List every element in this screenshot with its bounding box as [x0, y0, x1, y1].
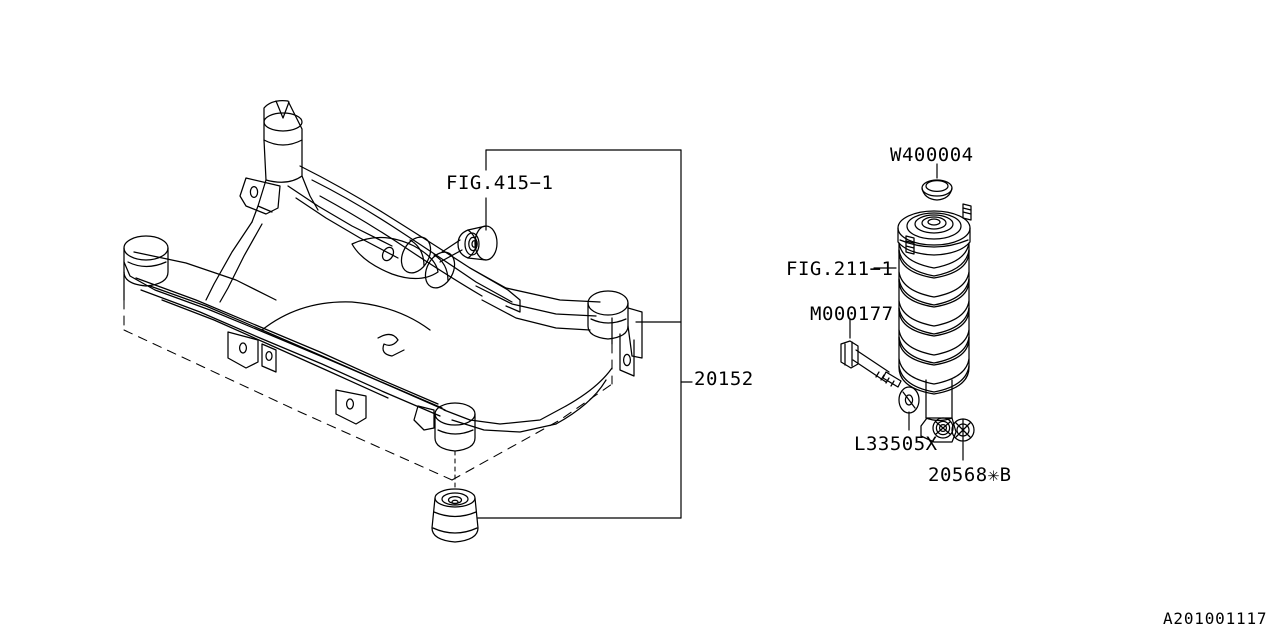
- strut-mounting-bolt: [840, 340, 902, 388]
- damper-lower-mount: [920, 417, 957, 443]
- rear-suspension-crossmember: [123, 100, 643, 452]
- drawing-number: A201001117: [1163, 609, 1268, 628]
- strut-mounting-nut: [951, 418, 975, 442]
- strut-bolt-washer: [898, 386, 920, 414]
- callout-label-l33505x: L33505X: [854, 433, 938, 455]
- crossmember-bushing-upper: [439, 225, 498, 263]
- strut-upper-mount: [897, 203, 972, 256]
- leader-lines-crossmember: [477, 149, 693, 519]
- leader-lines-strut: [849, 163, 964, 461]
- coil-spring: [898, 242, 970, 395]
- callout-label-m000177: M000177: [810, 303, 894, 325]
- crossmember-bushing-lower: [431, 488, 479, 543]
- callout-label-20568b: 20568✳B: [928, 464, 1012, 486]
- callout-label-20152: 20152: [694, 368, 754, 390]
- callout-label-fig415: FIG.415−1: [446, 172, 554, 194]
- callout-label-w400004: W400004: [890, 144, 974, 166]
- projection-construction-lines: [123, 299, 613, 481]
- strut-mount-cap: [921, 179, 953, 201]
- damper-body: [925, 379, 953, 422]
- coil-spring-strut-assembly: [897, 179, 972, 443]
- callout-label-fig211: FIG.211−1: [786, 258, 894, 280]
